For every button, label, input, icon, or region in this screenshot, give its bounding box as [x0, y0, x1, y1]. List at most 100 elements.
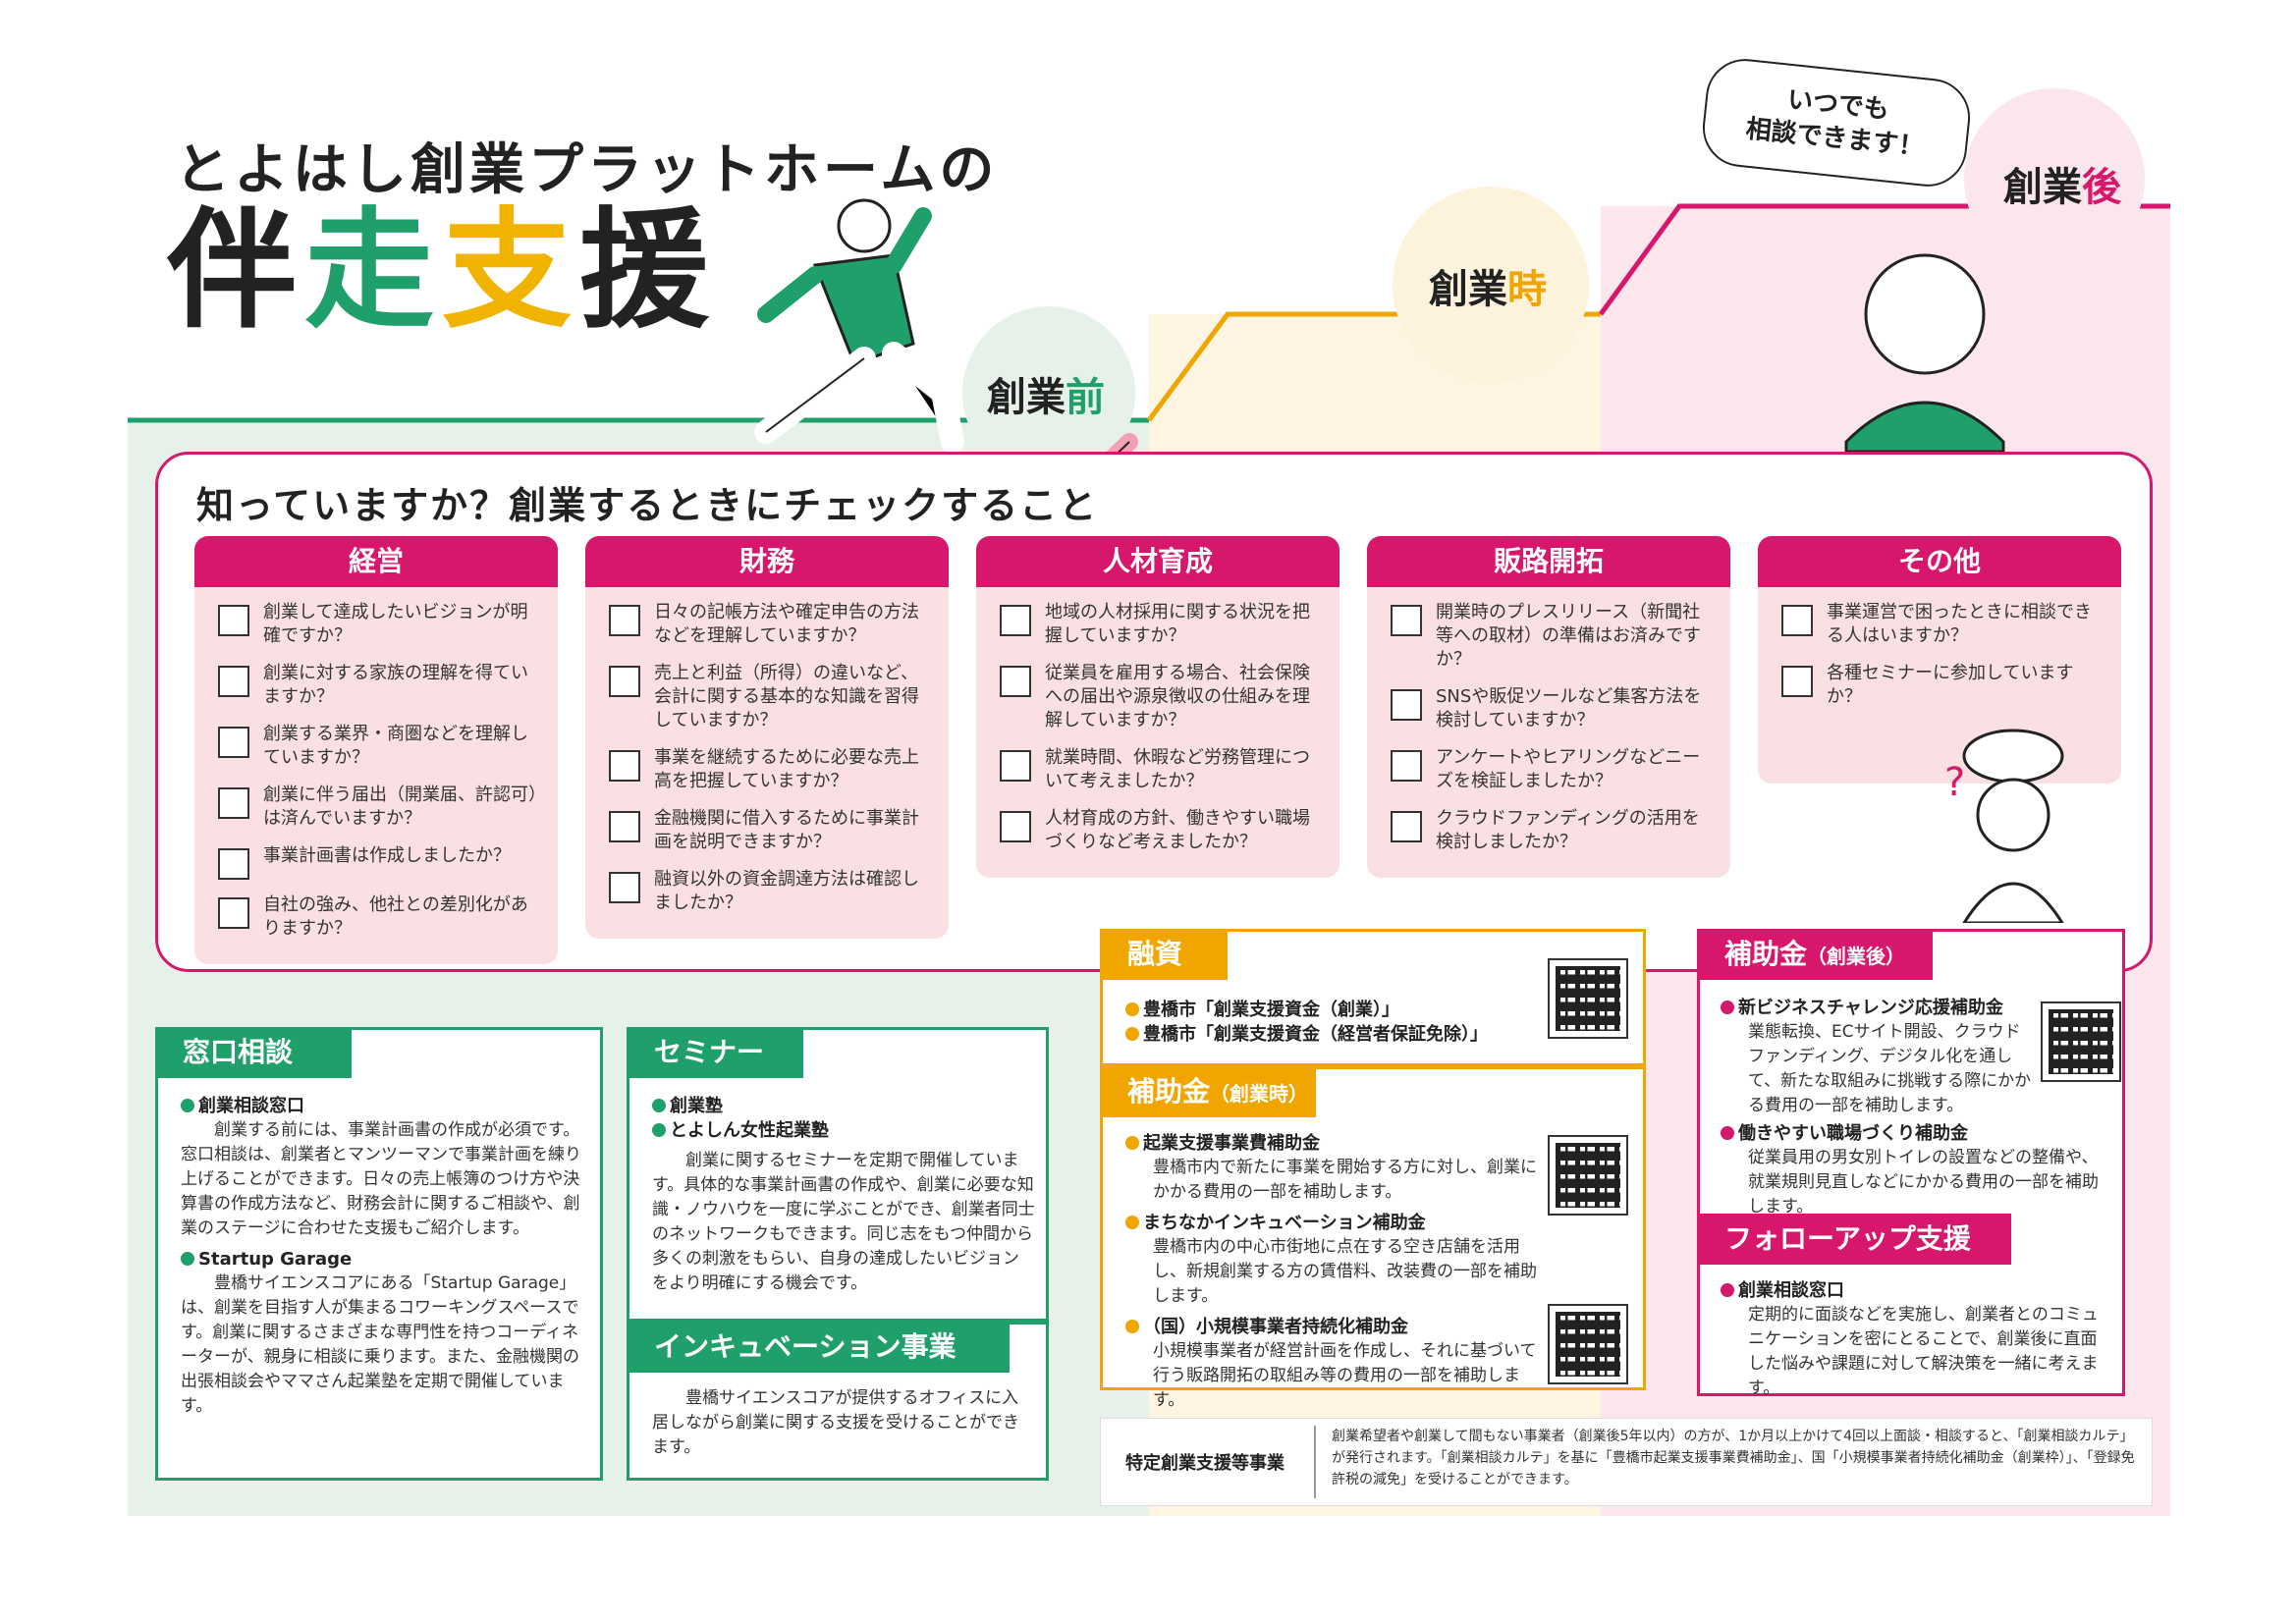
checkbox[interactable]: [218, 787, 249, 819]
qr-code-yushi[interactable]: [1548, 958, 1628, 1039]
column-head: その他: [1758, 536, 2121, 587]
tokutei-label: 特定創業支援等事業: [1125, 1453, 1285, 1474]
checkbox[interactable]: [609, 666, 640, 697]
checkbox[interactable]: [1391, 811, 1422, 842]
check-item: 各種セミナーに参加していますか？: [1781, 662, 2105, 709]
check-item-text: 金融機関に借入するために事業計画を説明できますか？: [654, 808, 919, 852]
checkbox[interactable]: [1000, 666, 1031, 697]
running-man-illustration: [754, 198, 964, 452]
stage-before-bubble: [962, 306, 1135, 452]
hojo-go-bullet-2: 働きやすい職場づくり補助金: [1738, 1123, 1968, 1144]
title-char-1: 伴: [167, 195, 304, 347]
hojo-ji-body: 起業支援事業費補助金 豊橋市内で新たに事業を開始する方に対し、創業にかかる費用の…: [1125, 1125, 1538, 1413]
column-head: 財務: [585, 536, 949, 587]
bullet-dot: [1721, 1001, 1734, 1014]
check-item-text: 自社の強み、他社との差別化がありますか？: [263, 894, 528, 939]
check-item: アンケートやヒアリングなどニーズを検証しましたか？: [1391, 746, 1715, 793]
title-line1: とよはし創業プラットホームの: [175, 138, 999, 202]
checkbox[interactable]: [609, 872, 640, 903]
column-head: 経営: [194, 536, 558, 587]
checkbox[interactable]: [609, 811, 640, 842]
title-char-4: 援: [579, 195, 717, 347]
hojo-go-bullet-1: 新ビジネスチャレンジ応援補助金: [1738, 998, 2003, 1018]
stage-before-text: 創業: [987, 375, 1066, 420]
check-item-text: 従業員を雇用する場合、社会保険への届出や源泉徴収の仕組みを理解していますか？: [1045, 663, 1310, 730]
stage-during-accent: 時: [1507, 267, 1547, 312]
check-item-text: 就業時間、休暇など労務管理について考えましたか？: [1045, 747, 1310, 791]
bullet-dot: [652, 1099, 666, 1112]
check-item-text: 開業時のプレスリリース（新聞社等への取材）の準備はお済みですか？: [1436, 602, 1701, 670]
checkbox[interactable]: [1781, 605, 1813, 636]
seminar-text-1: 創業に関するセミナーを定期で開催しています。具体的な事業計画書の作成や、創業に必…: [652, 1151, 1035, 1293]
check-item-text: クラウドファンディングの活用を検討しましたか？: [1436, 808, 1700, 852]
qr-code-challenge[interactable]: [2041, 1001, 2121, 1082]
hojo-go-tag: 補助金（創業後）: [1697, 929, 1933, 980]
check-item-text: SNSや販促ツールなど集客方法を検討していますか？: [1436, 686, 1702, 730]
hojo-go-tag-text: 補助金: [1724, 938, 1808, 970]
hojo-go-tag-small: （創業後）: [1807, 945, 1906, 968]
checkbox[interactable]: [1391, 605, 1422, 636]
madoguchi-body: 創業相談窓口 創業する前には、事業計画書の作成が必須です。窓口相談は、創業者とマ…: [181, 1088, 583, 1419]
check-item-text: 事業を継続するために必要な売上高を把握していますか？: [654, 747, 919, 791]
checkbox[interactable]: [1000, 605, 1031, 636]
checkbox[interactable]: [218, 897, 249, 929]
madoguchi-text-1: 創業する前には、事業計画書の作成が必須です。窓口相談は、創業者とマンツーマンで事…: [181, 1120, 581, 1238]
checkbox[interactable]: [609, 750, 640, 782]
check-item: 従業員を雇用する場合、社会保険への届出や源泉徴収の仕組みを理解していますか？: [1000, 662, 1324, 732]
checkbox[interactable]: [218, 848, 249, 880]
check-item: 開業時のプレスリリース（新聞社等への取材）の準備はお済みですか？: [1391, 601, 1715, 672]
checkbox[interactable]: [1000, 811, 1031, 842]
stage-during-text: 創業: [1429, 267, 1507, 312]
svg-text:?: ?: [1944, 760, 1965, 805]
qr-code-jizokuka[interactable]: [1548, 1304, 1628, 1384]
hojo-go-text-2: 従業員用の男女別トイレの設置などの整備や、就業規則見直しなどにかかる費用の一部を…: [1748, 1148, 2099, 1217]
checkbox[interactable]: [1781, 666, 1813, 697]
checklist-column-zaimu: 財務 日々の記帳方法や確定申告の方法などを理解していますか？ 売上と利益（所得）…: [585, 536, 949, 939]
check-item: 創業する業界・商圏などを理解していますか？: [218, 723, 542, 770]
yushi-body: 豊橋市「創業支援資金（創業）」 豊橋市「創業支援資金（経営者保証免除）」: [1125, 992, 1538, 1047]
hojo-go-text-1: 業態転換、ECサイト開設、クラウドファンディング、デジタル化を通して、新たな取組…: [1748, 1022, 2032, 1115]
column-head: 販路開拓: [1367, 536, 1730, 587]
checkbox[interactable]: [1000, 750, 1031, 782]
checkbox[interactable]: [218, 666, 249, 697]
check-item: 創業に伴う届出（開業届、許認可）は済んでいますか？: [218, 784, 542, 831]
bullet-dot: [1125, 1320, 1139, 1333]
followup-text-1: 定期的に面談などを実施し、創業者とのコミュニケーションを密にとることで、創業後に…: [1748, 1305, 2099, 1398]
followup-tag: フォローアップ支援: [1697, 1214, 2011, 1265]
checklist-column-sonota: その他 事業運営で困ったときに相談できる人はいますか？ 各種セミナーに参加してい…: [1758, 536, 2121, 784]
check-item-text: 各種セミナーに参加していますか？: [1827, 663, 2074, 707]
checklist-column-jinzai: 人材育成 地域の人材採用に関する状況を把握していますか？ 従業員を雇用する場合、…: [976, 536, 1339, 878]
check-item: 売上と利益（所得）の違いなど、会計に関する基本的な知識を習得していますか？: [609, 662, 933, 732]
happy-man-illustration: [1844, 253, 2005, 452]
checklist-column-keiei: 経営 創業して達成したいビジョンが明確ですか？ 創業に対する家族の理解を得ていま…: [194, 536, 558, 964]
chef-illustration: ?: [1944, 729, 2064, 923]
check-item: 人材育成の方針、働きやすい職場づくりなど考えましたか？: [1000, 807, 1324, 854]
bullet-dot: [1125, 1136, 1139, 1150]
stage-after-accent: 後: [2082, 165, 2121, 210]
check-item-text: 創業して達成したいビジョンが明確ですか？: [263, 602, 528, 646]
checklist-column-hanro: 販路開拓 開業時のプレスリリース（新聞社等への取材）の準備はお済みですか？ SN…: [1367, 536, 1730, 878]
bullet-dot: [652, 1123, 666, 1137]
checkbox[interactable]: [1391, 750, 1422, 782]
check-item: 金融機関に借入するために事業計画を説明できますか？: [609, 807, 933, 854]
checkbox[interactable]: [218, 727, 249, 758]
tokutei-text: 創業希望者や創業して間もない事業者（創業後5年以内）の方が、1か月以上かけて4回…: [1332, 1429, 2135, 1488]
check-item-text: 事業運営で困ったときに相談できる人はいますか？: [1827, 602, 2092, 646]
stage-before-accent: 前: [1066, 375, 1105, 420]
check-item: 就業時間、休暇など労務管理について考えましたか？: [1000, 746, 1324, 793]
title-char-2: 走: [304, 195, 442, 347]
stage-during-bubble: [1393, 187, 1589, 383]
seminar-bullet-1: 創業塾: [670, 1096, 723, 1116]
qr-code-kigyo[interactable]: [1548, 1135, 1628, 1216]
checkbox[interactable]: [218, 605, 249, 636]
checkbox[interactable]: [1391, 689, 1422, 721]
checkbox[interactable]: [609, 605, 640, 636]
madoguchi-tag: 窓口相談: [155, 1027, 352, 1078]
title-main: 伴走支援: [167, 206, 717, 336]
bullet-dot: [1125, 1027, 1139, 1041]
check-item: 事業を継続するために必要な売上高を把握していますか？: [609, 746, 933, 793]
yushi-tag: 融資: [1100, 929, 1228, 980]
hojo-ji-tag: 補助金（創業時）: [1100, 1066, 1316, 1117]
title-char-3: 支: [442, 195, 579, 347]
check-item: 創業に対する家族の理解を得ていますか？: [218, 662, 542, 709]
